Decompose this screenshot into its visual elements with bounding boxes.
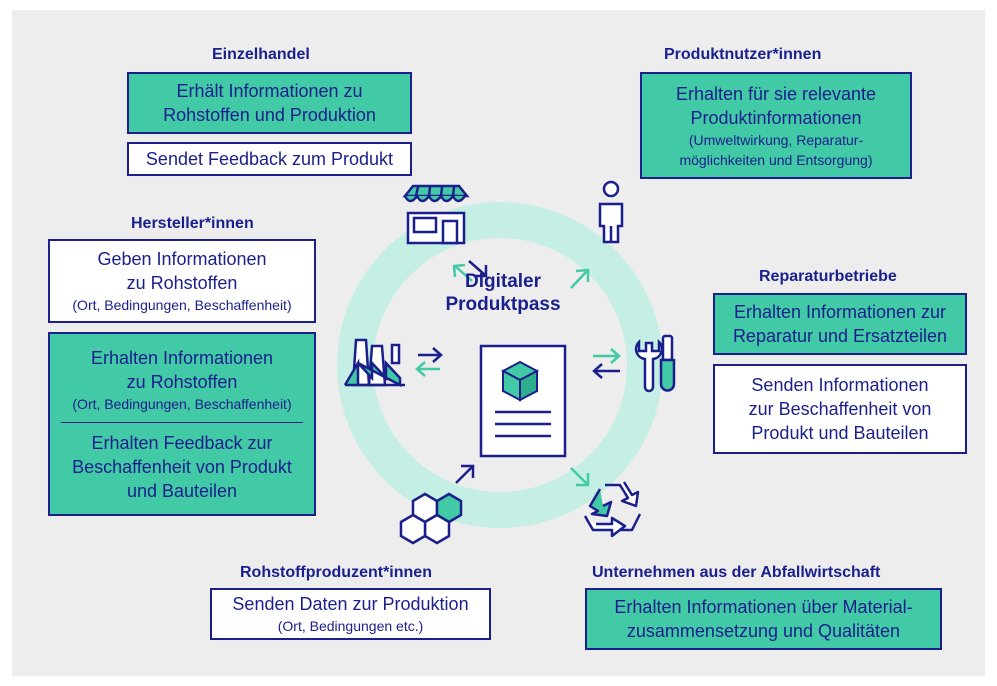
einzelhandel-receive-line1: Erhält Informationen zu <box>176 81 363 101</box>
einzelhandel-heading: Einzelhandel <box>212 46 310 63</box>
rohstoff-line1: Senden Daten zur Produktion <box>232 594 469 614</box>
arrow-einzelhandel-in <box>468 260 488 278</box>
shop-icon <box>402 184 470 245</box>
hersteller-receive-line1: Erhalten Informationen <box>90 347 274 368</box>
reparatur-receive-box: Erhalten Informationen zur Reparatur und… <box>713 293 967 355</box>
produktnutzer-box: Erhalten für sie relevante Produktinform… <box>640 72 912 179</box>
tools-icon <box>634 334 676 393</box>
abfall-line1: Erhalten Informationen über Material- <box>614 597 913 617</box>
hexagons-icon <box>399 492 463 545</box>
hersteller-give-line1: Geben Informationen <box>97 249 267 269</box>
arrow-hersteller-out <box>415 361 440 377</box>
rohstoff-box: Senden Daten zur Produktion (Ort, Beding… <box>210 588 491 640</box>
reparatur-send-line1: Senden Informationen <box>751 375 929 395</box>
arrow-rohstoff <box>455 464 475 484</box>
reparatur-heading: Reparaturbetriebe <box>759 268 897 285</box>
produktnutzer-line2: Produktinformationen <box>690 107 862 128</box>
abfall-box: Erhalten Informationen über Material- zu… <box>585 588 942 650</box>
produktnutzer-heading: Produktnutzer*innen <box>664 46 822 63</box>
hersteller-feedback-line3: und Bauteilen <box>126 480 238 501</box>
hersteller-receive-line2: zu Rohstoffen <box>126 371 238 392</box>
hersteller-heading: Hersteller*innen <box>131 215 254 232</box>
produktnutzer-line1: Erhalten für sie relevante <box>675 83 877 104</box>
arrow-produktnutzer <box>570 268 590 289</box>
reparatur-receive-line1: Erhalten Informationen zur <box>733 302 947 322</box>
reparatur-send-box: Senden Informationen zur Beschaffenheit … <box>713 364 967 454</box>
arrow-reparatur-in <box>592 363 620 379</box>
hersteller-give-box: Geben Informationen zu Rohstoffen (Ort, … <box>48 239 316 323</box>
einzelhandel-send-box: Sendet Feedback zum Produkt <box>127 142 412 176</box>
einzelhandel-send-line: Sendet Feedback zum Produkt <box>145 149 394 169</box>
produktnutzer-line4: möglichkeiten und Entsorgung) <box>679 151 873 168</box>
arrow-abfall <box>570 467 590 487</box>
center-title-line2: Produktpass <box>445 294 561 315</box>
hersteller-receive-box: Erhalten Informationen zu Rohstoffen (Or… <box>48 332 316 516</box>
einzelhandel-receive-box: Erhält Informationen zu Rohstoffen und P… <box>127 72 412 134</box>
abfall-line2: zusammensetzung und Qualitäten <box>626 621 901 641</box>
hersteller-receive-line3: (Ort, Bedingungen, Beschaffenheit) <box>72 395 292 412</box>
hersteller-feedback-line1: Erhalten Feedback zur <box>91 432 273 453</box>
reparatur-send-line3: Produkt und Bauteilen <box>751 423 929 443</box>
document-cube-icon <box>479 344 567 458</box>
hersteller-give-line2: zu Rohstoffen <box>126 273 238 293</box>
rohstoff-line2: (Ort, Bedingungen etc.) <box>277 618 424 634</box>
factory-icon <box>343 338 405 388</box>
hersteller-box-divider <box>60 421 304 423</box>
reparatur-receive-line2: Reparatur und Ersatzteilen <box>732 326 948 346</box>
hersteller-feedback-line2: Beschaffenheit von Produkt <box>72 456 292 477</box>
center-title-line1: Digitaler <box>464 271 542 292</box>
abfall-heading: Unternehmen aus der Abfallwirtschaft <box>592 564 881 581</box>
produktnutzer-line3: (Umweltwirkung, Reparatur- <box>688 131 864 148</box>
hersteller-give-line3: (Ort, Bedingungen, Beschaffenheit) <box>72 297 292 313</box>
rohstoff-heading: Rohstoffproduzent*innen <box>240 564 432 581</box>
person-icon <box>598 180 624 244</box>
center-title: Digitaler Produktpass <box>438 270 568 316</box>
arrow-einzelhandel-out <box>452 263 473 282</box>
recycle-icon <box>583 481 642 538</box>
arrow-hersteller-in <box>418 347 443 363</box>
einzelhandel-receive-line2: Rohstoffen und Produktion <box>163 105 376 125</box>
reparatur-send-line2: zur Beschaffenheit von <box>748 399 932 419</box>
arrow-reparatur-out <box>593 348 621 364</box>
